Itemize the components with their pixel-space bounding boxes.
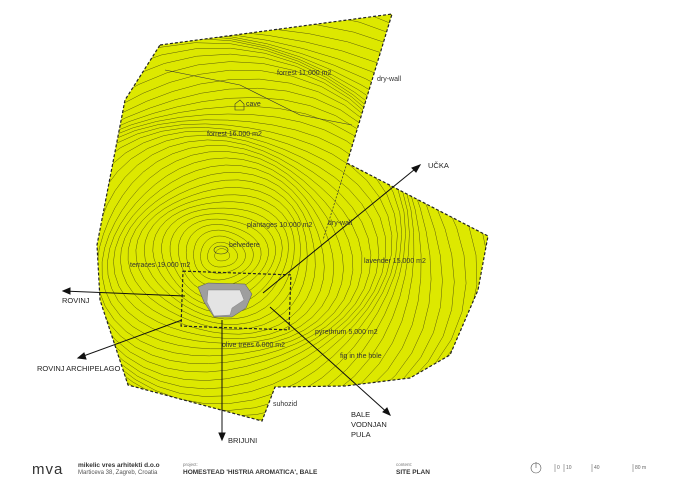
label-rovinj: ROVINJ [62, 296, 90, 305]
direction-arrows [61, 164, 422, 442]
label-forrest-north: forrest 11.000 m2 [277, 70, 331, 77]
contour-line [97, 31, 488, 421]
contour-line [97, 113, 403, 411]
content-name: SITE PLAN [396, 469, 430, 476]
label-bale: BALE [351, 410, 370, 419]
contour-line [97, 134, 372, 373]
contour-line [97, 14, 488, 421]
firm-address: Marticeva 38, Zagreb, Croatia [78, 470, 158, 476]
contour-line [97, 26, 488, 421]
scale-80: 80 m [635, 465, 647, 471]
contour-line [97, 29, 488, 421]
contour-line [127, 179, 308, 330]
arrow-ucka [262, 164, 421, 294]
label-plantages: plantages 10.000 m2 [247, 222, 312, 229]
contour-line [97, 47, 467, 421]
arrow-bale [269, 306, 391, 416]
arrowhead-bale [382, 407, 391, 416]
label-rovinj-archipelago: ROVINJ ARCHIPELAGO [37, 364, 121, 373]
contour-line [97, 42, 478, 421]
project-name: HOMESTEAD 'HISTRIA AROMATICA', BALE [183, 469, 318, 476]
contour-line [120, 172, 316, 335]
belvedere-icon [213, 245, 229, 255]
dry-wall-line [322, 162, 348, 241]
contour-line [185, 224, 262, 287]
scale-10: 10 [566, 465, 572, 471]
contour-line [193, 229, 254, 281]
label-belvedere: belvedere [229, 242, 260, 249]
detail-frame [180, 270, 292, 331]
path-line [164, 69, 353, 126]
contour-line [152, 201, 289, 314]
contour-line [214, 248, 230, 262]
label-brijuni: BRIJUNI [228, 436, 257, 445]
label-forrest-west: forrest 16.000 m2 [207, 131, 262, 138]
contour-line [97, 33, 488, 421]
logo: mva [32, 461, 64, 478]
label-vodnjan: VODNJAN [351, 420, 387, 429]
contour-line [143, 194, 295, 320]
label-lavender: lavender 15.000 m2 [364, 258, 426, 265]
arrowhead-rovinj [61, 287, 71, 295]
label-olive-trees: olive trees 6.000 m2 [222, 342, 285, 349]
contour-line [97, 130, 380, 381]
arrow-archipelago [77, 319, 183, 359]
scale-bar-ticks [554, 464, 634, 472]
contour-line [107, 157, 335, 344]
label-dry-wall-center: dry-wall [328, 220, 353, 227]
content-caption: content: [396, 462, 413, 467]
label-fig: fig in the hole [340, 353, 382, 360]
arrow-rovinj [62, 290, 186, 297]
firm-name: mikelic vres arhitekti d.o.o [78, 462, 160, 469]
label-suhozid: suhozid [273, 401, 297, 408]
contour-line [135, 187, 301, 325]
contour-line [113, 164, 325, 339]
scale-40: 40 [594, 465, 600, 471]
label-dry-wall-north: dry-wall [377, 76, 402, 83]
contour-line [97, 145, 354, 357]
contour-line [97, 119, 398, 404]
label-pula: PULA [351, 430, 371, 439]
label-terraces: terraces 19.000 m2 [130, 262, 190, 269]
contour-line [200, 235, 246, 274]
contour-line [207, 241, 238, 268]
building-roof [206, 289, 245, 317]
site-boundary [96, 13, 489, 422]
scale-0: 0 [557, 465, 560, 471]
cave-icon [234, 99, 245, 111]
label-cave: cave [246, 101, 261, 108]
arrowhead-brijuni [218, 432, 226, 442]
contour-line [97, 38, 488, 421]
arrowhead-ucka [411, 164, 422, 173]
contour-line [101, 151, 344, 350]
contour-line [97, 123, 393, 397]
project-caption: project: [183, 462, 198, 467]
contour-line [97, 139, 363, 364]
contour-line [97, 53, 455, 421]
contour-line [161, 207, 283, 308]
contour-line [97, 127, 386, 390]
contour-line [97, 14, 488, 421]
contour-line [97, 19, 488, 421]
label-ucka: UČKA [428, 161, 449, 170]
arrowhead-archipelago [76, 352, 87, 360]
contour-line [97, 35, 488, 421]
label-pyrethrum: pyrethrum 5.000 m2 [315, 329, 378, 336]
